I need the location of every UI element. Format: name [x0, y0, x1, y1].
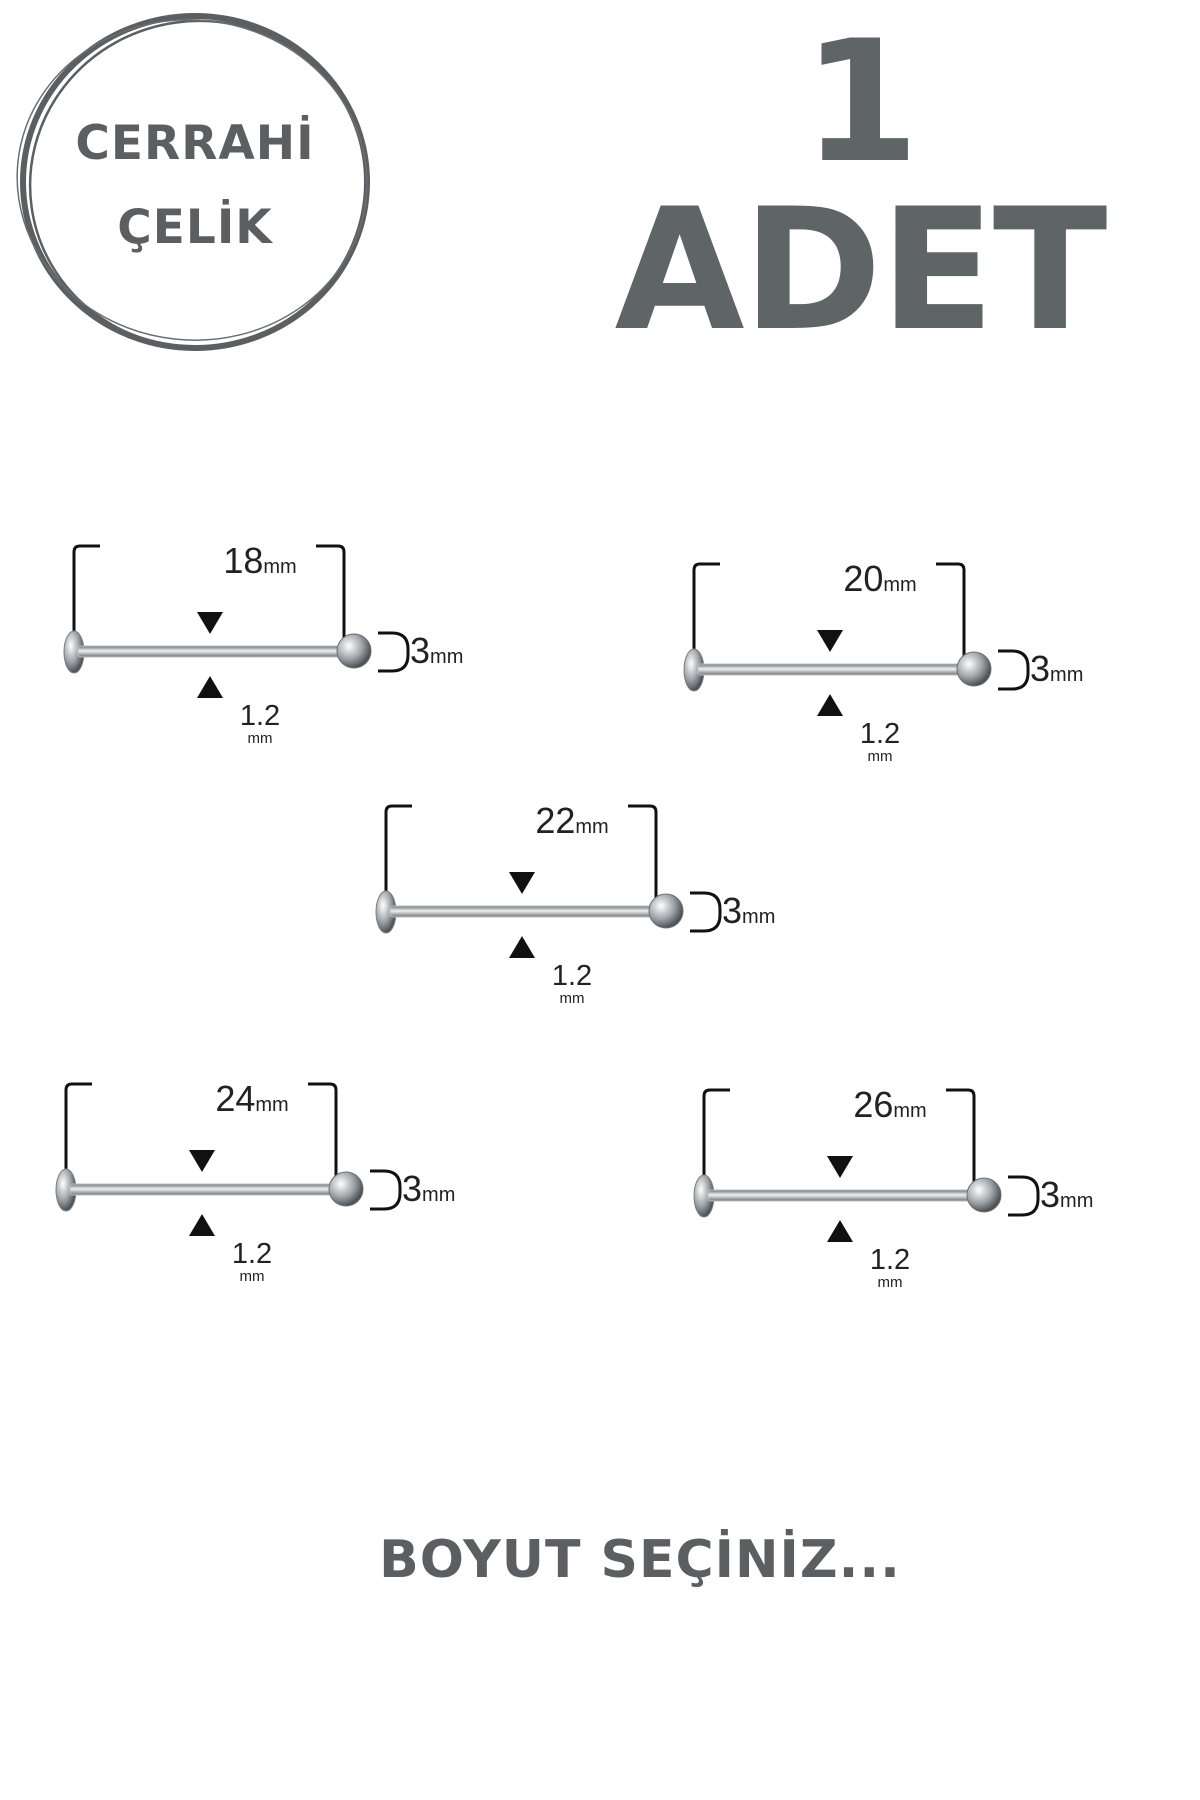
bar-shaft	[77, 645, 345, 658]
length-label: 24mm	[215, 1078, 289, 1119]
bar-shaft	[697, 663, 965, 676]
choose-size-prompt: BOYUT SEÇİNİZ...	[379, 1530, 901, 1590]
quantity-title: 1 ADET	[614, 4, 1108, 368]
length-label: 20mm	[843, 558, 917, 599]
ball-end-icon	[648, 893, 684, 929]
barbell-diagram-icon	[63, 544, 410, 698]
ball-size-bracket	[690, 891, 722, 933]
gauge-value: 1.2	[231, 1238, 273, 1270]
length-label: 26mm	[853, 1084, 927, 1125]
arrow-down-icon	[197, 612, 223, 634]
ball-size-label: 3mm	[402, 1168, 456, 1209]
ball-size-label: 3mm	[1030, 648, 1084, 689]
ball-size-bracket	[378, 631, 410, 673]
ball-end-icon	[328, 1171, 364, 1207]
arrow-up-icon	[197, 676, 223, 698]
length-bracket-right	[628, 804, 658, 905]
bar-shaft	[389, 905, 657, 918]
ball-size-label: 3mm	[410, 630, 464, 671]
badge-line-2: ÇELİK	[117, 200, 273, 255]
ball-end-icon	[956, 651, 992, 687]
ball-size-bracket	[1008, 1175, 1040, 1217]
barbell-diagram-icon	[683, 562, 1030, 716]
size-option-24mm[interactable]: 24mm 3mm 1.2 mm	[52, 1078, 532, 1298]
gauge-value: 1.2	[239, 700, 281, 732]
arrow-down-icon	[189, 1150, 215, 1172]
length-bracket-left	[72, 544, 100, 645]
gauge-value: 1.2	[859, 718, 901, 750]
arrow-up-icon	[817, 694, 843, 716]
size-option-22mm[interactable]: 22mm 3mm 1.2 mm	[372, 800, 852, 1020]
length-bracket-left	[692, 562, 720, 663]
length-label: 18mm	[223, 540, 297, 581]
length-bracket-left	[384, 804, 412, 905]
size-option-20mm[interactable]: 20mm 3mm 1.2 mm	[680, 558, 1160, 778]
gauge-unit: mm	[239, 1268, 265, 1285]
gauge-unit: mm	[247, 730, 273, 747]
ball-size-label: 3mm	[722, 890, 776, 931]
barbell-diagram-icon	[375, 804, 722, 958]
ball-size-label: 3mm	[1040, 1174, 1094, 1215]
ball-end-icon	[966, 1177, 1002, 1213]
gauge-unit: mm	[867, 748, 893, 765]
bar-shaft	[707, 1189, 975, 1202]
arrow-down-icon	[817, 630, 843, 652]
arrow-down-icon	[827, 1156, 853, 1178]
surgical-steel-badge: CERRAHİ ÇELİK	[12, 6, 378, 358]
length-bracket-right	[936, 562, 966, 663]
ball-size-bracket	[998, 649, 1030, 691]
badge-circle-icon	[16, 13, 370, 351]
ball-size-bracket	[370, 1169, 402, 1211]
barbell-diagram-icon	[693, 1088, 1040, 1242]
badge-line-1: CERRAHİ	[75, 116, 315, 171]
arrow-down-icon	[509, 872, 535, 894]
arrow-up-icon	[827, 1220, 853, 1242]
length-bracket-right	[946, 1088, 976, 1189]
length-bracket-right	[308, 1082, 338, 1183]
length-label: 22mm	[535, 800, 609, 841]
gauge-value: 1.2	[551, 960, 593, 992]
barbell-diagram-icon	[55, 1082, 402, 1236]
ball-end-icon	[336, 633, 372, 669]
length-bracket-right	[316, 544, 346, 645]
gauge-value: 1.2	[869, 1244, 911, 1276]
bar-shaft	[69, 1183, 337, 1196]
gauge-unit: mm	[877, 1274, 903, 1291]
gauge-unit: mm	[559, 990, 585, 1007]
size-option-26mm[interactable]: 26mm 3mm 1.2 mm	[690, 1084, 1170, 1304]
arrow-up-icon	[509, 936, 535, 958]
arrow-up-icon	[189, 1214, 215, 1236]
length-bracket-left	[702, 1088, 730, 1189]
length-bracket-left	[64, 1082, 92, 1183]
size-option-18mm[interactable]: 18mm 3mm 1.2 mm	[60, 540, 540, 760]
